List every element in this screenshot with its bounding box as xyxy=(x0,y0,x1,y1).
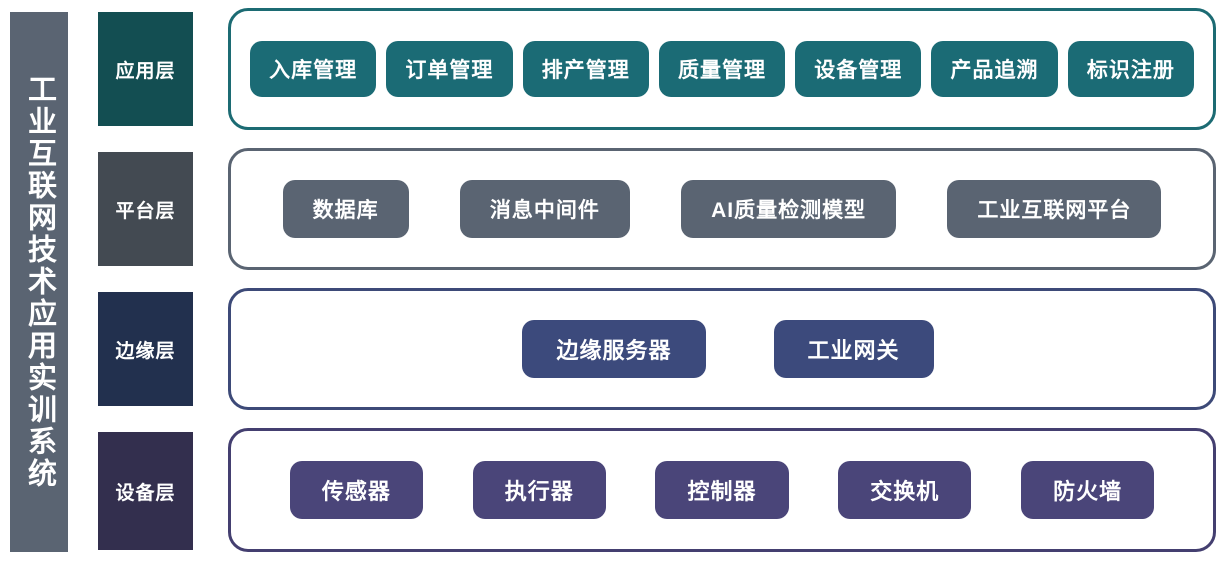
layer-row-application: 应用层 入库管理 订单管理 排产管理 质量管理 设备管理 产品追溯 标识注册 xyxy=(0,8,1226,130)
system-title-bar: 工业互联网技术应用实训系统 xyxy=(10,12,68,552)
pill-track-edge: 边缘服务器 工业网关 xyxy=(231,320,1213,378)
layer-box-device: 传感器 执行器 控制器 交换机 防火墙 xyxy=(228,428,1216,552)
layer-box-platform: 数据库 消息中间件 AI质量检测模型 工业互联网平台 xyxy=(228,148,1216,270)
layer-tile-application: 应用层 xyxy=(98,12,193,126)
pill-edge-1[interactable]: 边缘服务器 xyxy=(522,320,706,378)
pill-platform-4[interactable]: 工业互联网平台 xyxy=(947,180,1162,238)
layer-box-application: 入库管理 订单管理 排产管理 质量管理 设备管理 产品追溯 标识注册 xyxy=(228,8,1216,130)
layer-tile-label-application: 应用层 xyxy=(115,60,176,82)
layer-tile-edge: 边缘层 xyxy=(98,292,193,406)
pill-application-2[interactable]: 订单管理 xyxy=(386,41,513,97)
pill-track-application: 入库管理 订单管理 排产管理 质量管理 设备管理 产品追溯 标识注册 xyxy=(231,41,1213,97)
pill-application-4[interactable]: 质量管理 xyxy=(658,41,786,97)
layer-tile-device: 设备层 xyxy=(98,432,193,550)
pill-track-platform: 数据库 消息中间件 AI质量检测模型 工业互联网平台 xyxy=(231,180,1213,238)
layer-tile-label-edge: 边缘层 xyxy=(115,340,176,362)
pill-application-3[interactable]: 排产管理 xyxy=(522,41,649,97)
pill-edge-2[interactable]: 工业网关 xyxy=(773,320,934,378)
pill-device-4[interactable]: 交换机 xyxy=(838,461,972,519)
pill-application-6[interactable]: 产品追溯 xyxy=(931,41,1058,97)
pill-platform-2[interactable]: 消息中间件 xyxy=(459,180,630,238)
pill-platform-1[interactable]: 数据库 xyxy=(282,180,409,238)
pill-application-1[interactable]: 入库管理 xyxy=(250,41,377,97)
pill-device-5[interactable]: 防火墙 xyxy=(1021,461,1155,519)
system-title-text: 工业互联网技术应用实训系统 xyxy=(23,74,56,490)
pill-device-1[interactable]: 传感器 xyxy=(289,461,423,519)
pill-device-3[interactable]: 控制器 xyxy=(655,461,789,519)
layer-row-edge: 边缘层 边缘服务器 工业网关 xyxy=(0,288,1226,410)
layer-tile-label-platform: 平台层 xyxy=(115,200,176,222)
layer-row-platform: 平台层 数据库 消息中间件 AI质量检测模型 工业互联网平台 xyxy=(0,148,1226,270)
pill-platform-3[interactable]: AI质量检测模型 xyxy=(681,180,897,238)
pill-device-2[interactable]: 执行器 xyxy=(472,461,606,519)
layer-tile-platform: 平台层 xyxy=(98,152,193,266)
pill-track-device: 传感器 执行器 控制器 交换机 防火墙 xyxy=(231,461,1213,519)
pill-application-5[interactable]: 设备管理 xyxy=(795,41,922,97)
layer-box-edge: 边缘服务器 工业网关 xyxy=(228,288,1216,410)
layer-row-device: 设备层 传感器 执行器 控制器 交换机 防火墙 xyxy=(0,428,1226,552)
pill-application-7[interactable]: 标识注册 xyxy=(1067,41,1194,97)
layer-tile-label-device: 设备层 xyxy=(115,482,176,504)
